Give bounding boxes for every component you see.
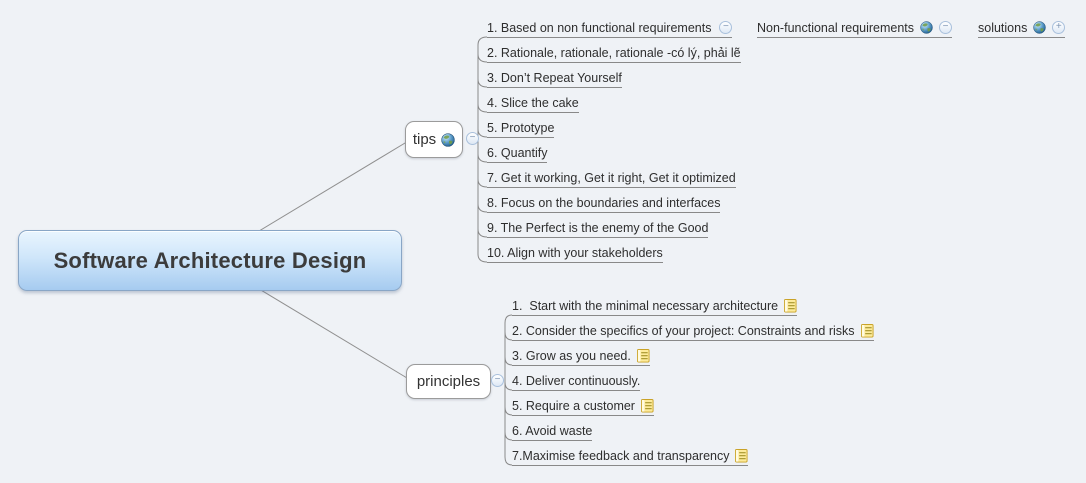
note-icon[interactable] bbox=[636, 348, 650, 363]
topic-text: Non-functional requirements bbox=[757, 20, 915, 35]
principles-item-7[interactable]: 7.Maximise feedback and transparency bbox=[512, 446, 749, 466]
principles-item-4[interactable]: 4. Deliver continuously. bbox=[512, 371, 641, 391]
central-topic[interactable]: Software Architecture Design bbox=[18, 230, 402, 291]
tips-item-10[interactable]: 10. Align with your stakeholders bbox=[487, 243, 663, 263]
topic-text: 1. Start with the minimal necessary arch… bbox=[512, 298, 779, 313]
note-icon[interactable] bbox=[640, 398, 654, 413]
globe-icon[interactable] bbox=[441, 132, 455, 147]
expand-button-solutions[interactable]: + bbox=[1052, 21, 1066, 34]
principles-item-3[interactable]: 3. Grow as you need. bbox=[512, 346, 650, 366]
topic-text: 4. Slice the cake bbox=[487, 95, 579, 110]
collapse-button-principles[interactable]: − bbox=[491, 374, 504, 387]
topic-tips[interactable]: tips bbox=[405, 121, 463, 158]
tips-item-6[interactable]: 6. Quantify bbox=[487, 143, 548, 163]
principles-item-6[interactable]: 6. Avoid waste bbox=[512, 421, 593, 441]
tips-item-2[interactable]: 2. Rationale, rationale, rationale -có l… bbox=[487, 43, 741, 63]
topic-text: 7. Get it working, Get it right, Get it … bbox=[487, 170, 736, 185]
topic-text: 5. Require a customer bbox=[512, 398, 635, 413]
topic-text: 9. The Perfect is the enemy of the Good bbox=[487, 220, 709, 235]
topic-text: 2. Consider the specifics of your projec… bbox=[512, 323, 855, 338]
tips-item-7[interactable]: 7. Get it working, Get it right, Get it … bbox=[487, 168, 736, 188]
principles-item-1[interactable]: 1. Start with the minimal necessary arch… bbox=[512, 296, 798, 316]
topic-text: 6. Quantify bbox=[487, 145, 548, 160]
topic-text: 2. Rationale, rationale, rationale -có l… bbox=[487, 45, 741, 60]
topic-text: 6. Avoid waste bbox=[512, 423, 593, 438]
central-topic-label: Software Architecture Design bbox=[53, 247, 367, 273]
tips-item-1[interactable]: 1. Based on non functional requirements … bbox=[487, 18, 733, 38]
globe-icon[interactable] bbox=[920, 21, 933, 34]
topic-text: 3. Don’t Repeat Yourself bbox=[487, 70, 622, 85]
globe-icon[interactable] bbox=[1033, 21, 1047, 34]
topic-text: 5. Prototype bbox=[487, 120, 555, 135]
tips-item-4[interactable]: 4. Slice the cake bbox=[487, 93, 579, 113]
topic-text: solutions bbox=[978, 20, 1028, 35]
note-icon[interactable] bbox=[784, 298, 797, 313]
note-icon[interactable] bbox=[735, 448, 749, 463]
principles-item-2[interactable]: 2. Consider the specifics of your projec… bbox=[512, 321, 874, 341]
topic-principles-label: principles bbox=[416, 373, 481, 390]
topic-principles[interactable]: principles bbox=[406, 364, 491, 399]
topic-tips-label: tips bbox=[412, 131, 437, 148]
topic-text: 10. Align with your stakeholders bbox=[487, 245, 663, 260]
tips-item-8[interactable]: 8. Focus on the boundaries and interface… bbox=[487, 193, 721, 213]
tips-item-9[interactable]: 9. The Perfect is the enemy of the Good bbox=[487, 218, 709, 238]
topic-solutions[interactable]: solutions + bbox=[978, 18, 1066, 38]
note-icon[interactable] bbox=[860, 323, 874, 338]
collapse-button-tip-1[interactable]: − bbox=[719, 21, 733, 34]
tips-item-5[interactable]: 5. Prototype bbox=[487, 118, 555, 138]
topic-text: 1. Based on non functional requirements bbox=[487, 20, 712, 35]
topic-text: 4. Deliver continuously. bbox=[512, 373, 641, 388]
collapse-button-tips[interactable]: − bbox=[466, 132, 479, 145]
principles-item-5[interactable]: 5. Require a customer bbox=[512, 396, 654, 416]
topic-text: 7.Maximise feedback and transparency bbox=[512, 448, 730, 463]
collapse-button-nonfunctional[interactable]: − bbox=[939, 21, 953, 34]
topic-text: 8. Focus on the boundaries and interface… bbox=[487, 195, 721, 210]
tips-item-3[interactable]: 3. Don’t Repeat Yourself bbox=[487, 68, 622, 88]
topic-text: 3. Grow as you need. bbox=[512, 348, 631, 363]
topic-nonfunctional-requirements[interactable]: Non-functional requirements − bbox=[757, 18, 953, 38]
